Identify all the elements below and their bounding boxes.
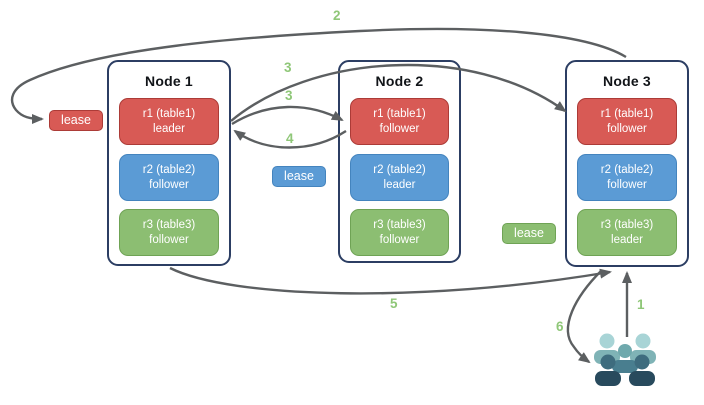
step-label-5: 5 <box>390 296 398 311</box>
replica-name: r1 (table1) <box>142 107 196 120</box>
replica-name: r2 (table2) <box>373 163 426 176</box>
replica-name: r1 (table1) <box>373 107 426 120</box>
node-3-replica-r2: r2 (table2) follower <box>577 154 677 201</box>
arrow-step-2-node3-to-lease1 <box>10 27 627 124</box>
node-3-replica-r1: r1 (table1) follower <box>577 98 677 145</box>
users-group-icon <box>594 333 656 386</box>
step-label-6: 6 <box>556 319 564 334</box>
lease-badge-table1: lease <box>49 110 103 131</box>
replica-name: r1 (table1) <box>600 107 654 120</box>
node-2-replica-r1: r1 (table1) follower <box>350 98 449 145</box>
node-1-box: Node 1 r1 (table1) leader r2 (table2) fo… <box>107 60 231 266</box>
replica-role: follower <box>149 178 189 191</box>
node-3-title: Node 3 <box>603 73 651 89</box>
replica-role: follower <box>607 178 647 191</box>
replica-role: follower <box>607 122 647 135</box>
node-2-replica-r2: r2 (table2) leader <box>350 154 449 201</box>
replica-role: follower <box>149 233 189 246</box>
replica-name: r2 (table2) <box>142 163 196 176</box>
replica-role: follower <box>379 122 420 135</box>
arrow-step-3-leader-to-node2-follower <box>231 105 344 126</box>
node-2-replica-r3: r3 (table3) follower <box>350 209 449 256</box>
node-2-title: Node 2 <box>375 73 424 89</box>
replica-name: r2 (table2) <box>600 163 654 176</box>
replica-role: follower <box>379 233 420 246</box>
node-2-box: Node 2 r1 (table1) follower r2 (table2) … <box>338 60 461 263</box>
step-label-3-mid: 3 <box>285 88 293 103</box>
step-label-4: 4 <box>286 131 294 146</box>
replica-name: r3 (table3) <box>142 218 196 231</box>
node-3-replica-r3: r3 (table3) leader <box>577 209 677 256</box>
step-label-2: 2 <box>333 8 341 23</box>
node-1-replica-r2: r2 (table2) follower <box>119 154 219 201</box>
node-1-replica-r3: r3 (table3) follower <box>119 209 219 256</box>
replica-role: leader <box>383 178 416 191</box>
replica-name: r3 (table3) <box>373 218 426 231</box>
node-1-title: Node 1 <box>145 73 193 89</box>
replica-name: r3 (table3) <box>600 218 654 231</box>
step-label-1: 1 <box>637 297 645 312</box>
replica-role: leader <box>153 122 185 135</box>
node-3-box: Node 3 r1 (table1) follower r2 (table2) … <box>565 60 689 267</box>
lease-badge-table3: lease <box>502 223 556 244</box>
lease-badge-table2: lease <box>272 166 326 187</box>
step-label-3-top: 3 <box>284 60 292 75</box>
node-1-replica-r1: r1 (table1) leader <box>119 98 219 145</box>
arrow-step-5-node1-to-node3 <box>169 266 612 295</box>
replica-role: leader <box>611 233 643 246</box>
